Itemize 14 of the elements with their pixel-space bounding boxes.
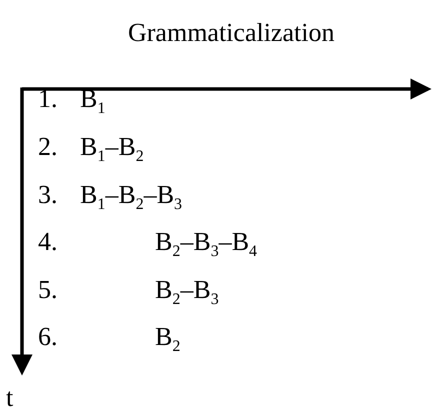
sequence-text: B$_{1}$: [80, 84, 106, 114]
row-number: 1.: [38, 84, 58, 114]
row-number: 3.: [38, 180, 58, 210]
sequence-text: B$_{2}$: [155, 322, 180, 352]
row-number: 2.: [38, 132, 58, 162]
row-number: 6.: [38, 322, 58, 352]
row-number: 5.: [38, 275, 58, 305]
axis-title: Grammaticalization: [128, 18, 334, 48]
sequence-text: B$_{2}$–B$_{3}$: [155, 275, 219, 305]
sequence-text: B$_{1}$–B$_{2}$: [80, 132, 144, 162]
row-number: 4.: [38, 227, 58, 257]
sequence-text: B$_{2}$–B$_{3}$–B$_{4}$: [155, 227, 258, 257]
axis-label: t: [6, 383, 14, 412]
sequence-text: B$_{1}$–B$_{2}$–B$_{3}$: [80, 180, 182, 210]
